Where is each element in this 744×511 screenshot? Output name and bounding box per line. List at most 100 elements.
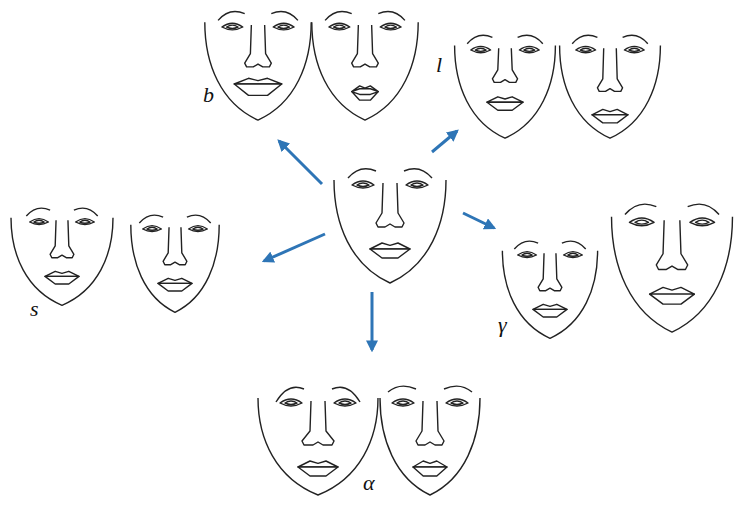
arrows [264,131,494,350]
eye-inner [147,227,157,230]
nose [376,183,404,227]
eye [576,46,596,52]
face-drawing [334,169,446,283]
nose [163,227,187,264]
eye-inner [411,183,423,187]
eyebrow [404,169,432,178]
upper-lip [352,86,379,92]
eye-inner [285,401,297,405]
upper-lip [234,78,282,84]
eyebrow [218,11,245,20]
lower-lip [370,249,410,258]
eye [471,46,491,52]
face-outline [131,225,219,313]
lower-lip [592,115,628,123]
eye [624,46,644,52]
eye-inner [357,183,369,187]
eye [352,181,374,188]
eyebrow [325,11,352,20]
eye [280,399,302,406]
face-outline [11,218,113,306]
lower-lip [533,309,567,317]
nose [492,48,517,82]
eyebrow [74,208,98,216]
variation-label: s [30,298,39,320]
nose [416,401,444,445]
eye [329,23,350,30]
eyebrow [688,204,719,214]
eye [380,23,401,30]
face-drawing [131,215,219,312]
face-drawing [205,11,311,120]
lower-lip [487,102,523,110]
eye [222,23,243,30]
eyebrow [514,241,538,249]
lower-lip [413,467,447,476]
eye [518,252,537,258]
variation-label: b [203,84,214,106]
faces [11,11,732,495]
face-drawing [612,204,733,332]
eye-inner [80,220,90,223]
eye-inner [278,25,289,28]
eye [392,399,414,406]
face-outline [334,180,446,283]
eyebrow [271,11,298,20]
face-outline [205,22,311,120]
lower-lip [234,84,282,95]
lower-lip [352,92,379,101]
face-outline [380,398,480,495]
eye-inner [451,401,463,405]
eye [143,226,162,232]
eye [690,218,715,226]
eye-inner [397,401,409,405]
eye-inner [227,25,238,28]
eye-inner [193,227,203,230]
face-outline [612,217,733,332]
eye-inner [580,48,591,51]
variation-label: γ [498,314,507,336]
nose [656,220,687,269]
eyebrow [139,215,163,223]
eye [334,399,356,406]
eye [406,181,428,188]
upper-lip [533,304,567,309]
lower-lip [650,294,695,304]
face-outline [560,46,661,139]
eye-inner [629,48,640,51]
face-drawing [11,208,113,305]
face-drawing [380,386,480,495]
eye-inner [334,25,345,28]
eyebrow [562,241,586,249]
eye-inner [524,48,535,51]
eye [30,219,49,225]
eyebrow [625,204,656,214]
eyebrow [187,215,211,223]
eyebrow [518,35,543,43]
eye-inner [385,25,396,28]
upper-lip [370,243,410,249]
face-drawing [312,11,418,120]
lower-lip [45,276,79,284]
eye-inner [568,253,578,256]
nose [597,48,622,91]
upper-lip [413,461,447,467]
eyebrow [388,386,416,392]
upper-lip [487,97,523,102]
eyebrow [378,11,405,20]
eye [629,218,654,226]
face-outline [312,22,418,120]
face-drawing [455,35,556,138]
eye [189,226,208,232]
arrow [264,234,325,261]
arrow [279,141,322,184]
lower-lip [298,467,338,476]
upper-lip [298,461,338,467]
arrow [432,131,457,152]
variation-label: l [436,54,442,76]
upper-lip [650,287,695,294]
eye-inner [475,48,486,51]
eye [273,23,294,30]
